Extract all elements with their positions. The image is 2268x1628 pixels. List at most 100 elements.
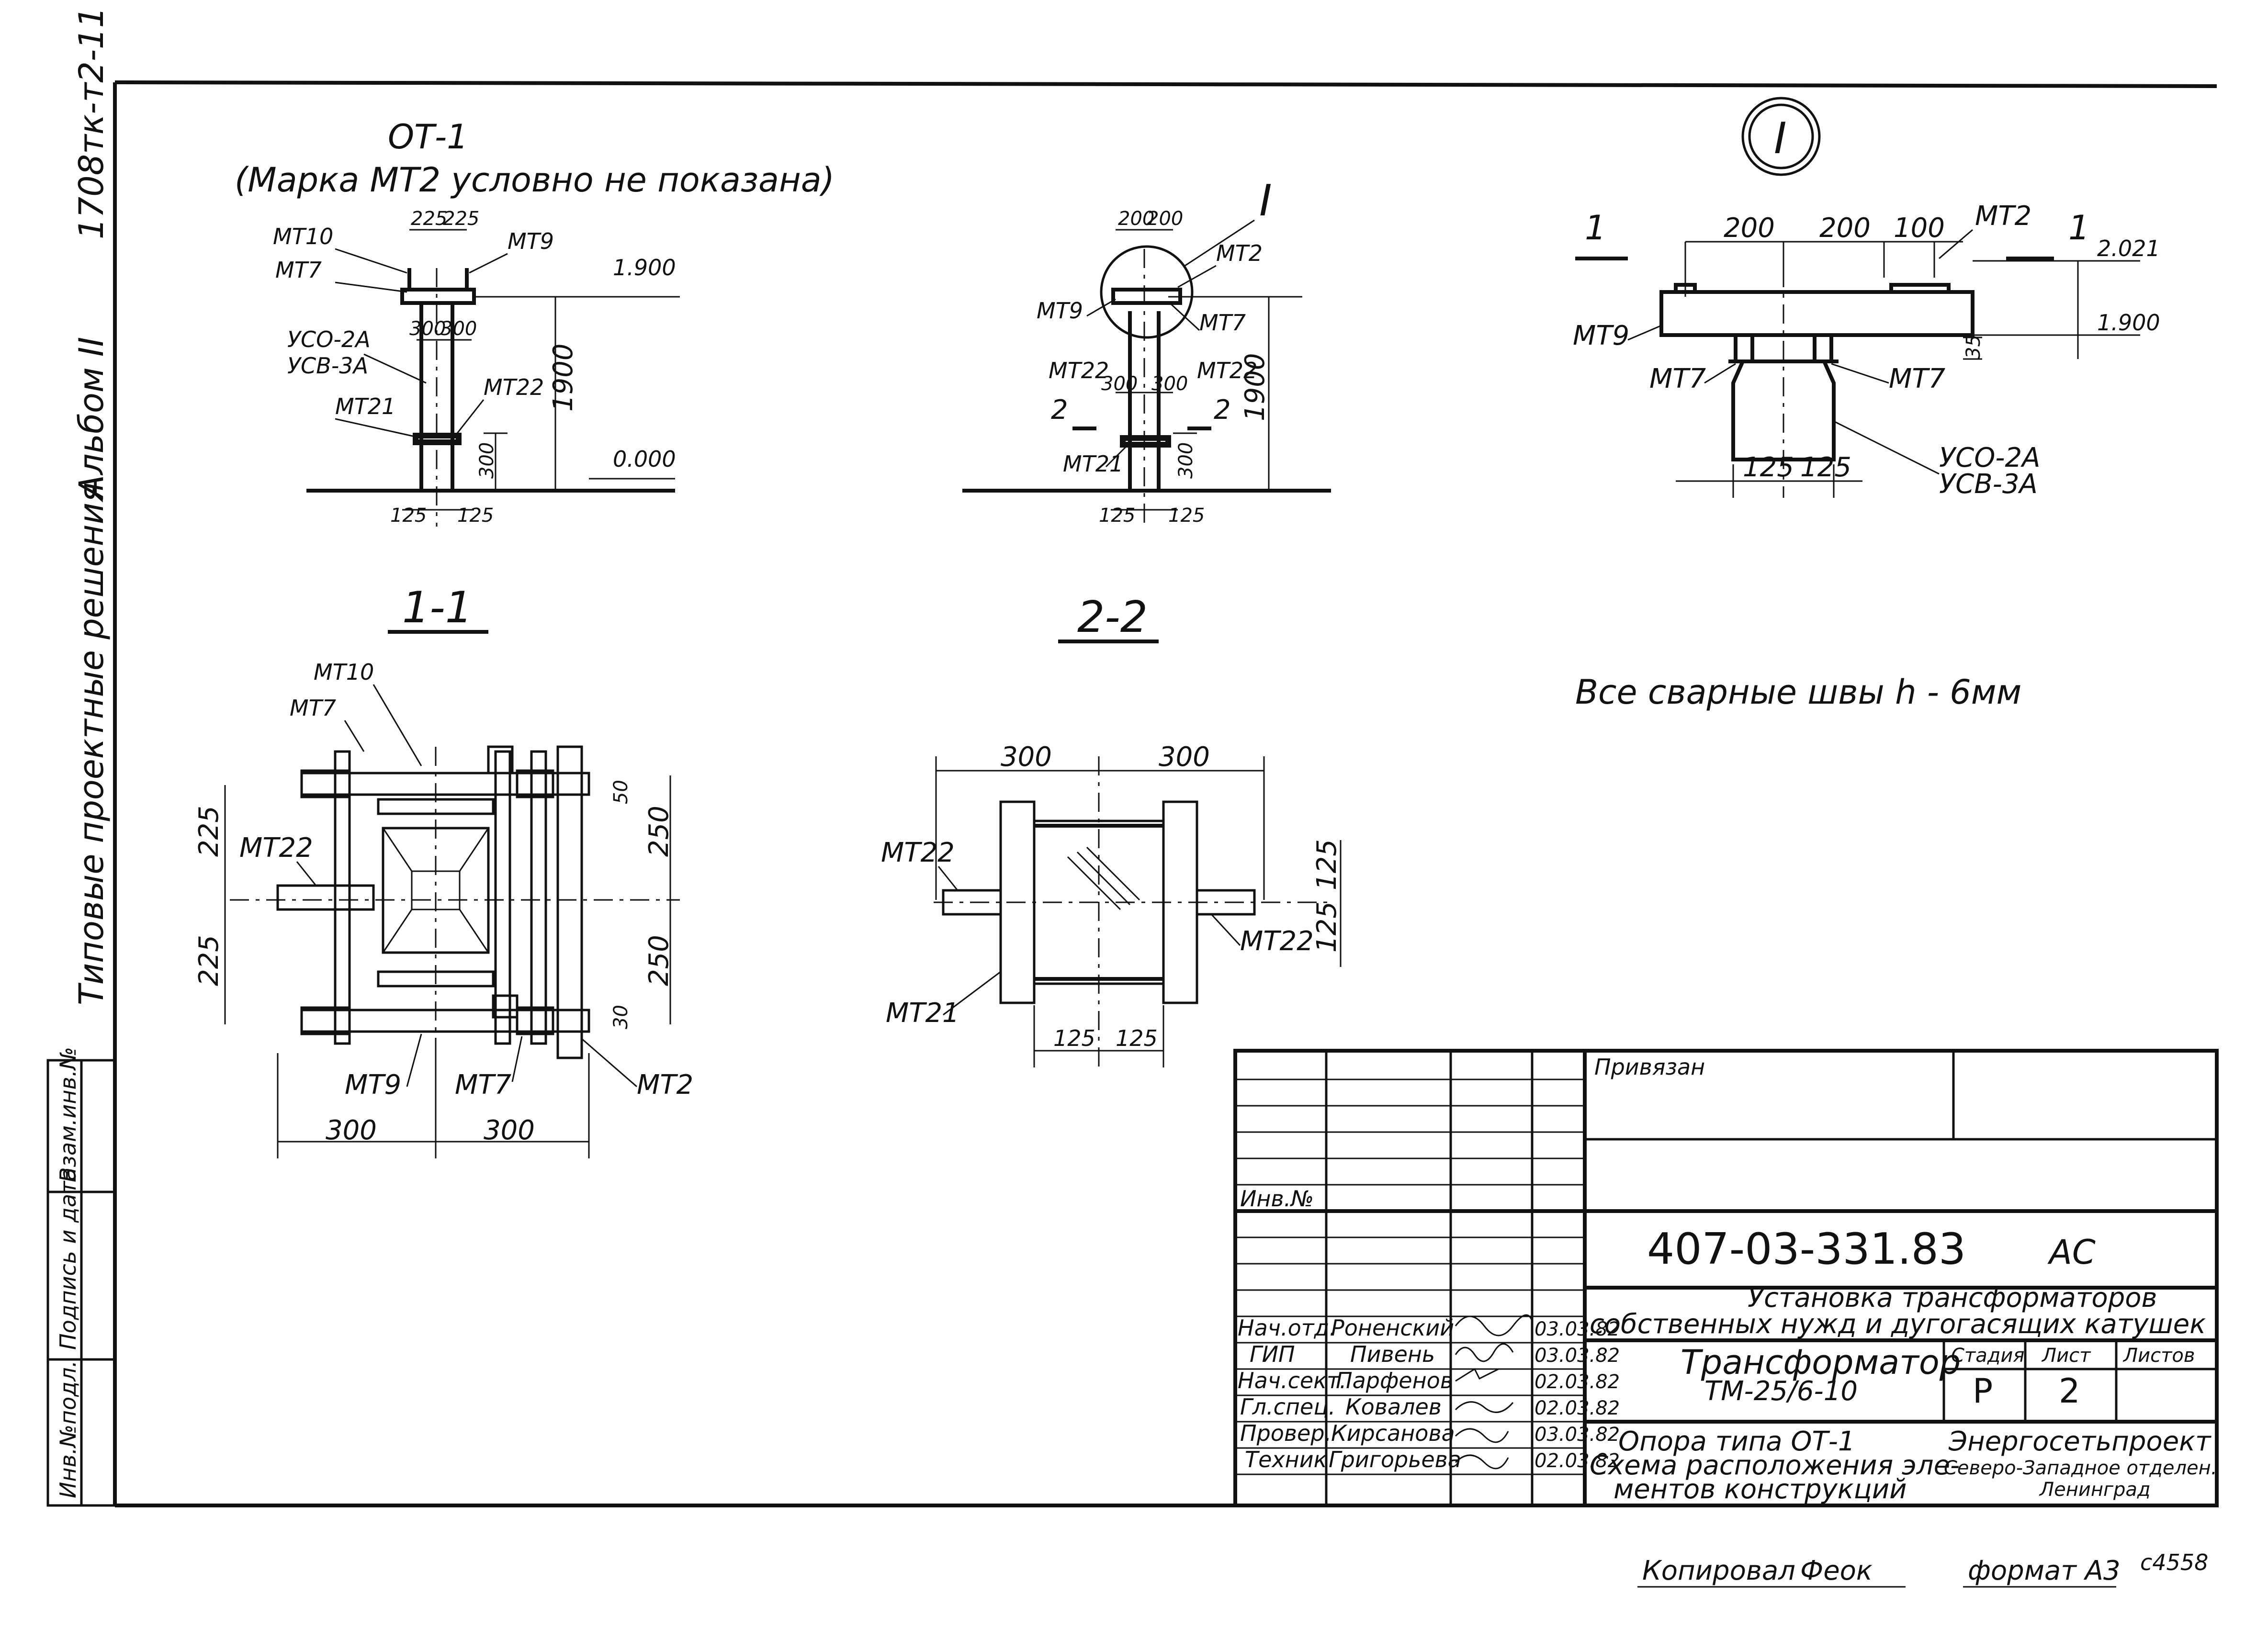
s22-label-mt21: МТ21 — [886, 998, 959, 1029]
detail-dim-3: 100 — [1894, 213, 1945, 244]
s11-label-mt7: МТ7 — [290, 695, 336, 721]
s11-dim-3: 250 — [643, 806, 675, 857]
tb-sheet-title-2: Схема расположения эле- — [1590, 1450, 1960, 1481]
tb-date-3: 02.03.82 — [1535, 1371, 1620, 1393]
tb-role-3: Нач.сект. — [1238, 1368, 1346, 1393]
ot1-dim-2: 225 — [443, 208, 479, 230]
mid-dim-4: 300 — [1151, 373, 1188, 395]
detail-label-mt7a: МТ7 — [1649, 363, 1706, 394]
mid-mark-2a: 2 — [1051, 394, 1068, 426]
ot1-level-2: 0.000 — [613, 446, 676, 472]
ot1-dim-4: 300 — [440, 318, 477, 340]
detail-i: I 1 1 200 200 100 125 125 35 — [1573, 97, 2160, 500]
s11-dim-7: 300 — [326, 1115, 377, 1146]
s22-dim-1: 300 — [1001, 741, 1052, 773]
s11-label-mt7b: МТ7 — [455, 1069, 512, 1100]
detail-level-1: 2.021 — [2097, 236, 2160, 261]
detail-label-mt9: МТ9 — [1573, 320, 1629, 351]
s11-dim-2: 225 — [193, 935, 225, 986]
mid-label-mt9: МТ9 — [1037, 298, 1083, 324]
tb-date-4: 02.03.82 — [1535, 1397, 1620, 1419]
ot1-subtitle: (Марка МТ2 условно не показана) — [235, 160, 835, 200]
left-box-inv: Инв.№подл. — [55, 1360, 81, 1498]
mid-label-mt2: МТ2 — [1216, 240, 1263, 266]
ot1-label-mt10: МТ10 — [273, 224, 333, 249]
mid-mark-2b: 2 — [1214, 394, 1231, 426]
s11-dim-6: 30 — [610, 1005, 632, 1029]
mid-label-mt22a: МТ22 — [1049, 358, 1109, 383]
tb-stage-h: Стадия — [1951, 1345, 2024, 1367]
section-22-title: 2-2 — [1077, 592, 1148, 642]
section-2-2: 2-2 300 300 125 125 125 125 МТ22 МТ22 МТ… — [881, 592, 1343, 1067]
tb-sheet-title-3: ментов конструкций — [1614, 1474, 1907, 1505]
tb-role-2: ГИП — [1250, 1341, 1295, 1367]
tb-sheet-title-1: Опора типа ОТ-1 — [1618, 1426, 1855, 1457]
section-11-title: 1-1 — [402, 583, 473, 633]
detail-dim-6: 125 — [1800, 452, 1851, 483]
s11-label-mt10: МТ10 — [314, 659, 374, 685]
detail-label-mt7b: МТ7 — [1889, 363, 1946, 394]
tb-name-1: Роненский — [1331, 1315, 1454, 1341]
tb-doc-suffix: АС — [2047, 1233, 2096, 1272]
mid-label-mt22b: МТ22 — [1197, 358, 1257, 383]
ot1-label-mt21: МТ21 — [335, 393, 395, 419]
footer-stamp: с4558 — [2140, 1549, 2208, 1575]
tb-name-3: Парфенов — [1336, 1368, 1453, 1393]
side-series: Типовые проектные решения — [72, 483, 111, 1005]
tb-attached: Привязан — [1594, 1054, 1705, 1080]
detail-label-mt2: МТ2 — [1975, 201, 2031, 232]
tb-object-2: ТМ-25/6-10 — [1704, 1376, 1858, 1407]
section-1-1: 1-1 225 225 250 250 50 30 — [193, 583, 693, 1158]
ot1-level-1: 1.900 — [613, 255, 676, 281]
side-stamp: 1708тк-т2-11 Альбом II Типовые проектные… — [72, 7, 111, 1005]
s22-dim-5: 125 — [1311, 839, 1343, 890]
footer-format: формат А3 — [1968, 1555, 2121, 1586]
tb-name-2: Пивень — [1350, 1341, 1435, 1367]
s11-dim-4: 250 — [643, 935, 675, 986]
footer: Копировал Феок формат А3 с4558 — [1637, 1549, 2208, 1588]
side-code: 1708тк-т2-11 — [72, 7, 111, 239]
s22-label-mt22b: МТ22 — [1240, 926, 1314, 957]
title-block: Привязан Инв.№ 407-03-331.83 АС Установк… — [1233, 1049, 2219, 1507]
tb-name-4: Ковалев — [1345, 1394, 1442, 1420]
ot1-label-mt22: МТ22 — [484, 374, 544, 400]
tb-sheet: 2 — [2059, 1371, 2080, 1411]
mid-dim-2: 200 — [1147, 208, 1183, 230]
left-box-replace: Взам.инв.№ — [55, 1047, 81, 1182]
ot1-dim-8: 125 — [457, 505, 494, 527]
s11-label-mt22: МТ22 — [239, 832, 313, 864]
tb-object-1: Трансформатор — [1681, 1343, 1961, 1382]
mid-dim-5: 1900 — [1240, 353, 1271, 421]
mid-dim-8: 125 — [1168, 505, 1205, 527]
detail-mark-1b: 1 — [2068, 208, 2090, 247]
view-ot1: ОТ-1 (Марка МТ2 условно не показана) 225… — [235, 117, 835, 527]
footer-copied-label: Копировал — [1642, 1555, 1795, 1586]
s11-dim-8: 300 — [484, 1115, 535, 1146]
tb-org-2: Северо-Западное отделен. — [1944, 1457, 2217, 1479]
detail-mark-1a: 1 — [1585, 208, 1606, 247]
s22-dim-4: 125 — [1116, 1025, 1158, 1051]
tb-role-1: Нач.отд. — [1238, 1315, 1336, 1341]
ot1-label-uso: УСО-2А — [287, 326, 371, 352]
tb-sheets-h: Листов — [2122, 1345, 2195, 1367]
tb-stage: Р — [1973, 1371, 1993, 1411]
left-box-sign: Подпись и дата — [55, 1168, 81, 1350]
s11-dim-5: 50 — [610, 780, 632, 804]
tb-date-1: 03.03.82 — [1535, 1318, 1620, 1340]
side-album: Альбом II — [72, 337, 111, 500]
s11-dim-1: 225 — [193, 806, 225, 857]
s22-dim-3: 125 — [1053, 1025, 1095, 1051]
s22-dim-6: 125 — [1311, 901, 1343, 953]
tb-org-1: Энергосетьпроект — [1948, 1426, 2212, 1457]
detail-label-uso: УСО-2А — [1939, 442, 2040, 473]
mid-dim-3: 300 — [1101, 373, 1138, 395]
s11-label-mt9: МТ9 — [345, 1069, 401, 1100]
ot1-label-mt7: МТ7 — [275, 257, 322, 283]
detail-dim-1: 200 — [1724, 213, 1775, 244]
s22-dim-2: 300 — [1159, 741, 1210, 773]
detail-callout: I — [1774, 113, 1787, 164]
tb-date-2: 03.03.82 — [1535, 1345, 1620, 1367]
tb-inv: Инв.№ — [1240, 1186, 1314, 1212]
ot1-dim-7: 125 — [390, 505, 427, 527]
